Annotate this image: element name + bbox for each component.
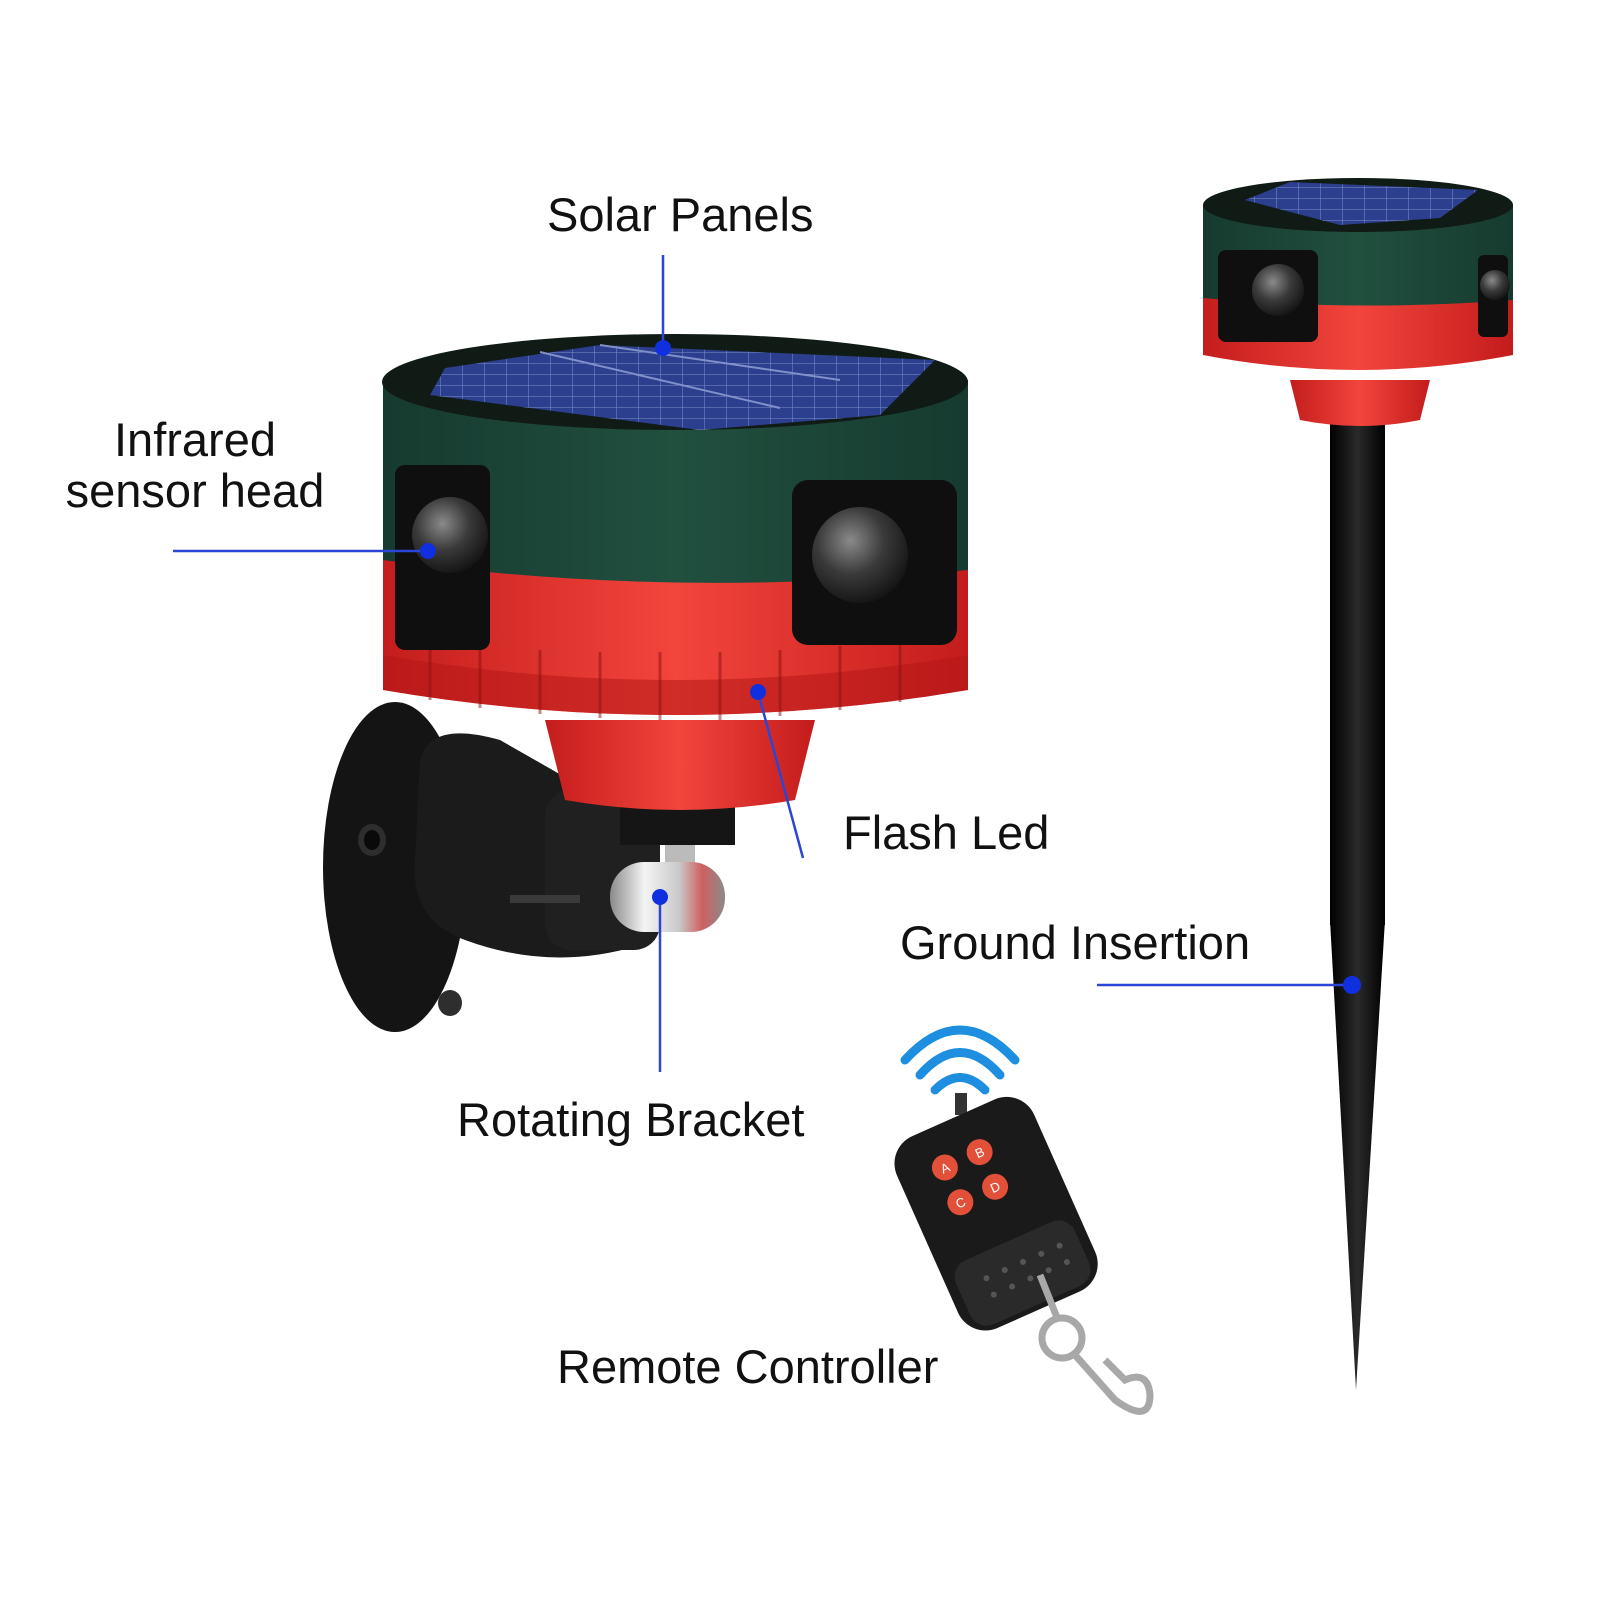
wall-mount-unit (323, 334, 968, 1032)
label-ground-insertion: Ground Insertion (900, 916, 1251, 969)
label-flash-led: Flash Led (843, 806, 1050, 859)
label-infrared-sensor-head: Infrared sensor head (55, 413, 335, 517)
label-infrared-line-1: Infrared (114, 413, 276, 466)
callout-line-flash (756, 691, 805, 859)
ground-stake-spike (1330, 920, 1385, 1390)
wireless-signal-icon (900, 1025, 1020, 1095)
stake-unit (1203, 178, 1513, 1390)
callout-dot-infrared (420, 543, 436, 559)
callout-dot-bracket (652, 889, 668, 905)
callout-dot-ground (1343, 976, 1361, 994)
infrared-sensor-right (792, 480, 957, 645)
solar-panel (430, 345, 935, 430)
keyring-clip (1036, 1273, 1154, 1415)
infrared-sensor-left (395, 465, 490, 650)
label-rotating-bracket: Rotating Bracket (457, 1093, 805, 1146)
label-solar-panels: Solar Panels (547, 188, 814, 241)
label-remote-controller: Remote Controller (557, 1340, 939, 1393)
ground-stake-pole (1330, 415, 1385, 925)
label-infrared-line-2: sensor head (65, 463, 325, 517)
callout-dot-solar (655, 340, 671, 356)
lower-red-housing (545, 720, 815, 810)
stake-solar-panel (1245, 182, 1478, 225)
callout-lines (173, 255, 1361, 1072)
remote-controller: A B C D (894, 1025, 1154, 1415)
callout-dot-flash (750, 684, 766, 700)
